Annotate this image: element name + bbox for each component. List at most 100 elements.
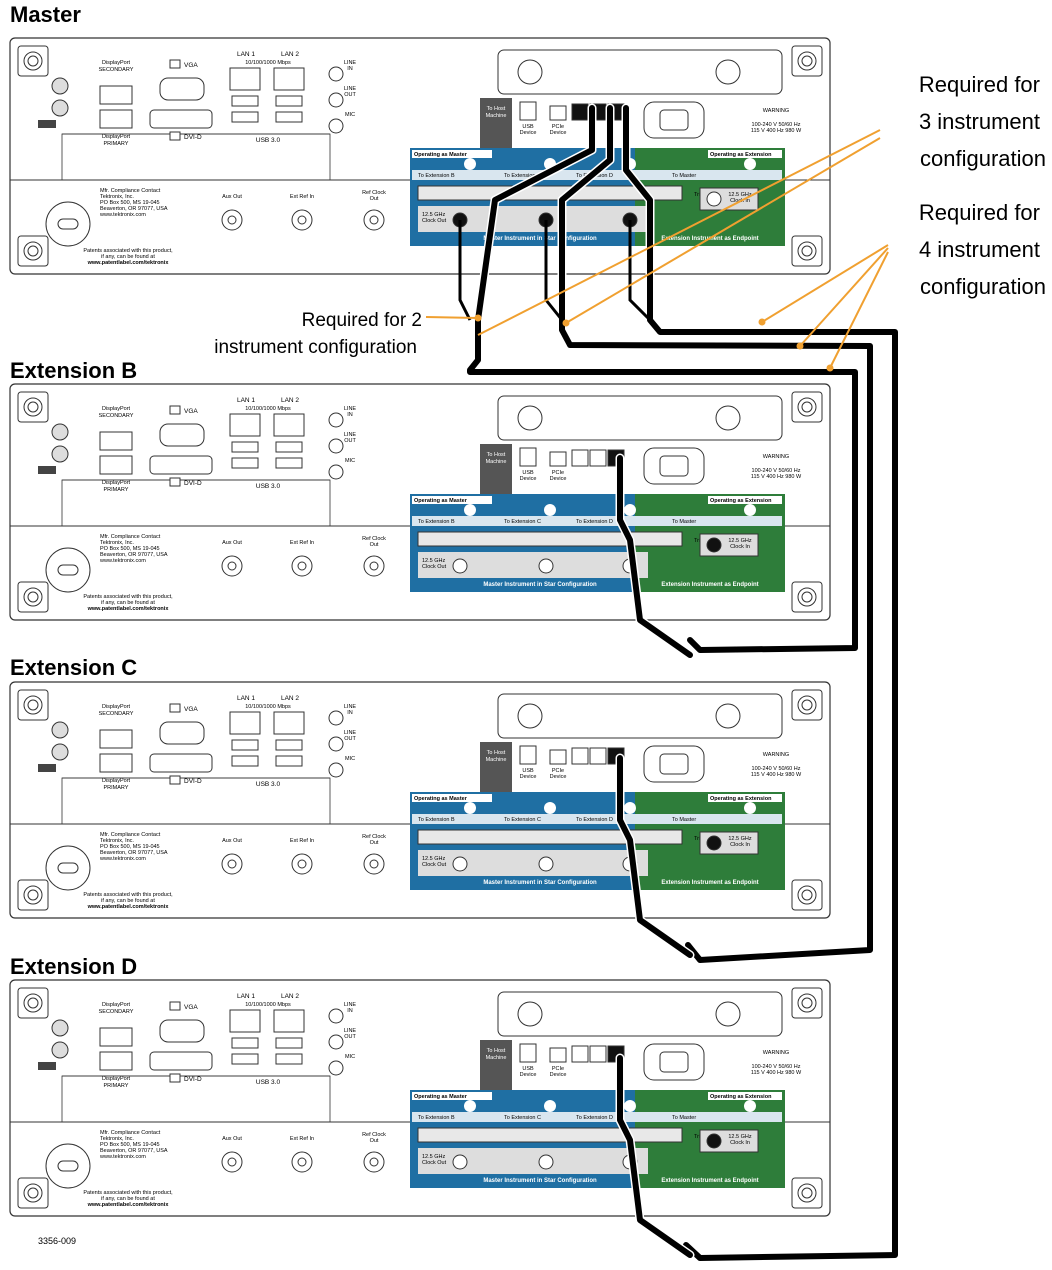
- audio-jack: [328, 464, 344, 480]
- panel-indicator: [744, 158, 756, 170]
- unit-title: Extension B: [10, 358, 137, 383]
- to-ext-b-label: To Extension B: [418, 817, 455, 823]
- panel-indicator: [744, 1100, 756, 1112]
- clock-out-area: [418, 850, 648, 876]
- displayport-secondary: [99, 431, 133, 451]
- aux-out-label: Aux Out: [222, 194, 242, 200]
- power-label: 115 V 400 Hz 980 W: [751, 772, 802, 778]
- to-master-label: To Master: [672, 817, 696, 823]
- aux-out-label: Aux Out: [222, 838, 242, 844]
- usb-device-label: Device: [520, 130, 537, 136]
- dvi-label: DVI-D: [184, 134, 202, 141]
- ac-socket: [659, 109, 689, 131]
- power-label: 100-240 V 50/60 Hz: [752, 468, 801, 474]
- ref-clock-label: Ref Clock: [362, 190, 386, 196]
- dp-primary-label: PRIMARY: [104, 487, 129, 493]
- panel-indicator: [544, 1100, 556, 1112]
- foot-ring-inner: [27, 245, 39, 257]
- pcie-port: [549, 105, 567, 121]
- lan1-label: LAN 1: [237, 397, 255, 404]
- foot-ring: [23, 1183, 43, 1203]
- link-port: [589, 449, 607, 467]
- callout-dot: [562, 319, 570, 327]
- foot-ring: [23, 241, 43, 261]
- callout-four-line2: 4 instrument: [919, 237, 1040, 262]
- dp-secondary-label: DisplayPort: [102, 704, 131, 710]
- upper-plate-screw: [517, 405, 543, 431]
- corner-foot: [17, 45, 49, 77]
- patents-text: www.patentlabel.com/tektronix: [87, 606, 170, 612]
- interconnect-cable: [617, 1055, 693, 1258]
- vga-label: VGA: [184, 1004, 198, 1011]
- ps2-port: [51, 423, 69, 441]
- corner-foot: [17, 879, 49, 911]
- connector-strip: [417, 829, 683, 845]
- audio-jack: [328, 438, 344, 454]
- to-ext-d-label: To Extension D: [576, 519, 613, 525]
- clock-in-port: [706, 1133, 722, 1149]
- to-ext-c-label: To Extension C: [504, 173, 541, 179]
- warning-label: WARNING: [763, 752, 789, 758]
- master-star-label: Master Instrument in Star Configuration: [483, 582, 597, 588]
- dp-primary-label: PRIMARY: [104, 785, 129, 791]
- patents-text: Patents associated with this product,: [83, 248, 173, 254]
- displayport-primary: [99, 109, 133, 129]
- foot-ring-inner: [27, 401, 39, 413]
- clock-out-label: 12.5 GHz: [422, 558, 445, 564]
- patents-text: Patents associated with this product,: [83, 594, 173, 600]
- pcie-port: [549, 451, 567, 467]
- displayport-primary: [99, 455, 133, 475]
- ps2-port: [51, 1019, 69, 1037]
- panel-indicator: [544, 504, 556, 516]
- ext-endpoint-label: Extension Instrument as Endpoint: [661, 1178, 758, 1184]
- clock-out-port: [452, 1154, 468, 1170]
- vga-icon: [169, 1001, 181, 1011]
- clock-out-label: Clock Out: [422, 218, 447, 224]
- keyboard-icon: [38, 764, 56, 772]
- lan-port: [229, 1009, 261, 1033]
- lan-port: [273, 1009, 305, 1033]
- pcie-label: Device: [550, 130, 567, 136]
- vga-icon: [169, 703, 181, 713]
- pcie-port: [549, 1047, 567, 1063]
- warning-label: WARNING: [763, 1050, 789, 1056]
- corner-foot: [791, 689, 823, 721]
- warning-label: WARNING: [763, 108, 789, 114]
- ac-socket: [659, 753, 689, 775]
- foot-ring: [797, 695, 817, 715]
- audio-jack: [328, 412, 344, 428]
- callout-two-line2: instrument configuration: [214, 337, 417, 358]
- mfr-text: Beaverton, OR 97077, USA: [100, 850, 168, 856]
- ext-ref-in-label: Ext Ref In: [290, 540, 314, 546]
- usb-label: USB 3.0: [256, 781, 281, 788]
- bnc-center: [297, 561, 307, 571]
- dp-primary-label: DisplayPort: [102, 1076, 131, 1082]
- connector-strip: [417, 185, 683, 201]
- displayport-secondary: [99, 85, 133, 105]
- foot-ring-inner: [801, 1187, 813, 1199]
- upper-plate-screw: [517, 703, 543, 729]
- unit-title: Master: [10, 2, 81, 27]
- link-port: [571, 747, 589, 765]
- pcie-label: Device: [550, 1072, 567, 1078]
- to-master-label: To Master: [672, 1115, 696, 1121]
- to-host-label: Machine: [486, 113, 507, 119]
- foot-ring-inner: [801, 401, 813, 413]
- usb-port: [275, 1053, 303, 1065]
- keyboard-icon: [38, 120, 56, 128]
- clock-out-port: [538, 856, 554, 872]
- ac-socket: [659, 455, 689, 477]
- upper-plate-screw: [517, 59, 543, 85]
- patents-text: www.patentlabel.com/tektronix: [87, 904, 170, 910]
- interconnect-cable: [559, 105, 873, 963]
- callout-four-instrument: Required for 4 instrument configuration: [919, 200, 1046, 299]
- patents-text: if any, can be found at: [101, 600, 155, 606]
- ref-clock-label: Ref Clock: [362, 1132, 386, 1138]
- mfr-text: PO Box 500, MS 19-045: [100, 1142, 160, 1148]
- master-star-label: Master Instrument in Star Configuration: [483, 236, 597, 242]
- interconnect-cables: [458, 103, 900, 1263]
- ps2-port: [51, 721, 69, 739]
- audio-jack: [328, 1034, 344, 1050]
- usb-port: [275, 739, 303, 751]
